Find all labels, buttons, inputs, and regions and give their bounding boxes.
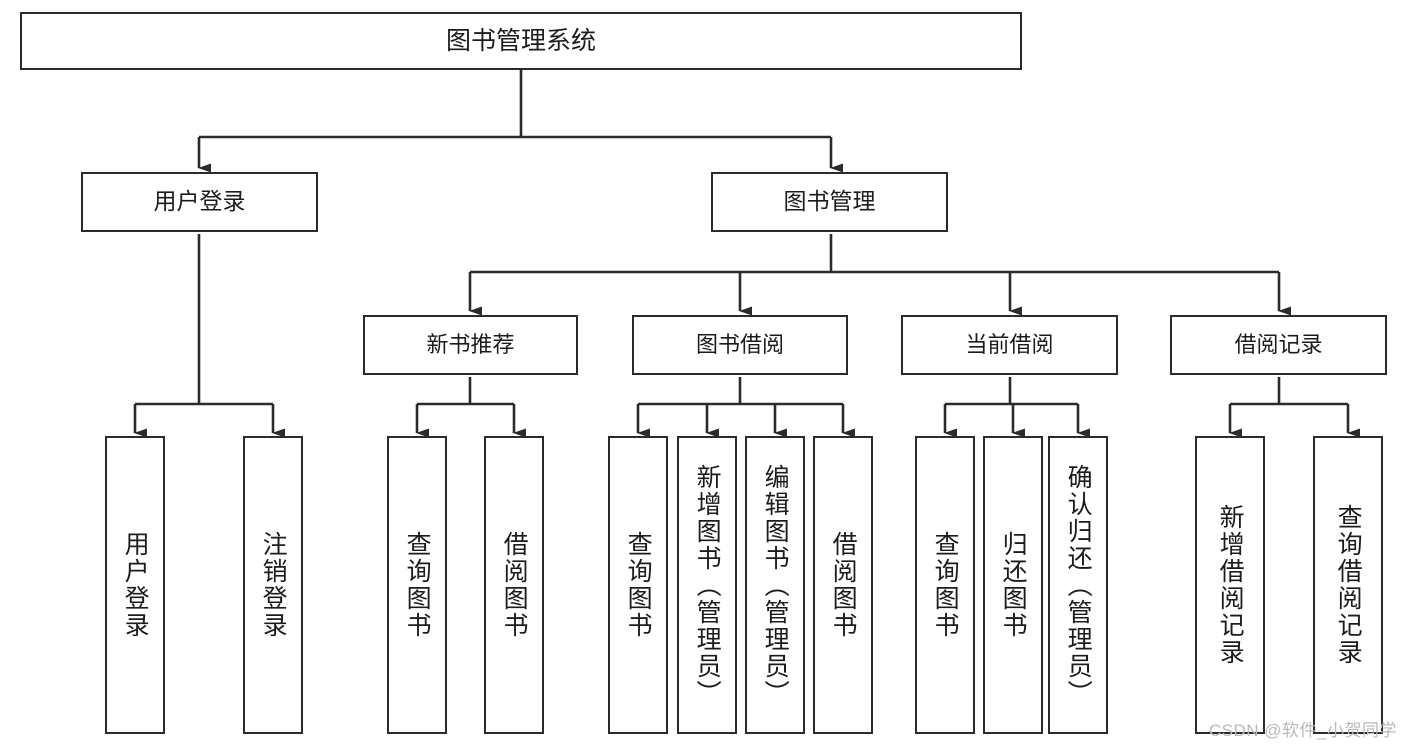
node-root-system-label: 图书管理系统 xyxy=(445,27,596,55)
node-leaf-query-book-3-label: 查询图书 xyxy=(931,531,960,639)
node-leaf-confirm-return-label: 确认归还（管理员） xyxy=(1064,463,1093,707)
node-leaf-borrow-book-1-label: 借阅图书 xyxy=(500,531,529,639)
node-leaf-query-book-2-label: 查询图书 xyxy=(624,531,653,639)
node-leaf-confirm-return[interactable]: 确认归还（管理员） xyxy=(1048,436,1108,734)
node-root-system[interactable]: 图书管理系统 xyxy=(20,12,1022,70)
node-leaf-logout-login-label: 注销登录 xyxy=(259,531,288,639)
node-leaf-query-book-2[interactable]: 查询图书 xyxy=(608,436,668,734)
node-new-book-recommend[interactable]: 新书推荐 xyxy=(363,315,578,375)
node-book-borrow-label: 图书借阅 xyxy=(695,331,784,357)
node-user-login[interactable]: 用户登录 xyxy=(81,172,318,232)
node-new-book-recommend-label: 新书推荐 xyxy=(426,331,515,357)
node-leaf-query-book-3[interactable]: 查询图书 xyxy=(915,436,975,734)
node-leaf-user-login[interactable]: 用户登录 xyxy=(105,436,165,734)
node-borrow-record[interactable]: 借阅记录 xyxy=(1170,315,1387,375)
node-book-borrow[interactable]: 图书借阅 xyxy=(632,315,848,375)
node-leaf-add-record[interactable]: 新增借阅记录 xyxy=(1195,436,1265,734)
node-book-management[interactable]: 图书管理 xyxy=(711,172,948,232)
node-leaf-query-record[interactable]: 查询借阅记录 xyxy=(1313,436,1383,734)
node-leaf-return-book[interactable]: 归还图书 xyxy=(983,436,1043,734)
csdn-watermark: CSDN @软件_小贺同学 xyxy=(1208,721,1397,740)
node-leaf-query-record-label: 查询借阅记录 xyxy=(1334,504,1363,666)
node-leaf-add-record-label: 新增借阅记录 xyxy=(1216,504,1245,666)
node-leaf-edit-book-label: 编辑图书（管理员） xyxy=(761,463,790,707)
node-leaf-edit-book[interactable]: 编辑图书（管理员） xyxy=(745,436,805,734)
node-leaf-add-book[interactable]: 新增图书（管理员） xyxy=(677,436,737,734)
node-current-borrow[interactable]: 当前借阅 xyxy=(901,315,1118,375)
node-leaf-add-book-label: 新增图书（管理员） xyxy=(693,463,722,707)
node-leaf-logout-login[interactable]: 注销登录 xyxy=(243,436,303,734)
node-leaf-return-book-label: 归还图书 xyxy=(999,531,1028,639)
node-user-login-label: 用户登录 xyxy=(153,188,246,215)
node-leaf-borrow-book-2-label: 借阅图书 xyxy=(829,531,858,639)
node-leaf-borrow-book-2[interactable]: 借阅图书 xyxy=(813,436,873,734)
node-leaf-user-login-label: 用户登录 xyxy=(121,531,150,639)
node-leaf-borrow-book-1[interactable]: 借阅图书 xyxy=(484,436,544,734)
node-borrow-record-label: 借阅记录 xyxy=(1234,331,1323,357)
node-book-management-label: 图书管理 xyxy=(783,188,876,215)
node-current-borrow-label: 当前借阅 xyxy=(965,331,1054,357)
node-leaf-query-book-1[interactable]: 查询图书 xyxy=(387,436,447,734)
node-leaf-query-book-1-label: 查询图书 xyxy=(403,531,432,639)
